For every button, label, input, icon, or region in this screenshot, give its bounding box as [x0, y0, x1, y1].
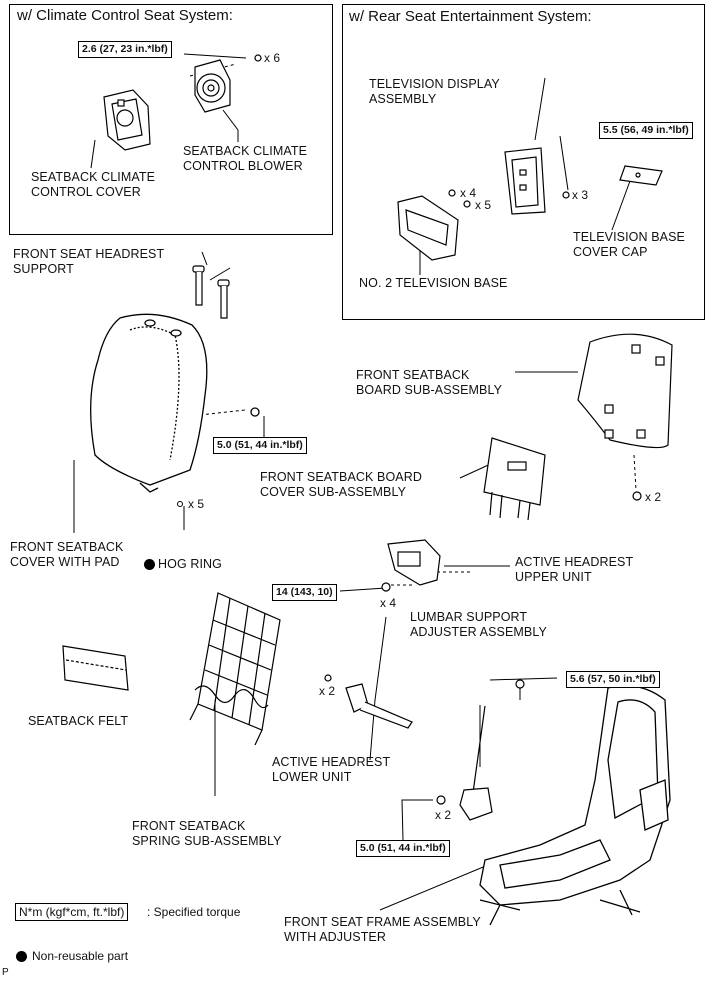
rse-box-title: w/ Rear Seat Entertainment System:	[349, 8, 592, 25]
label-no2-television-base: NO. 2 TELEVISION BASE	[359, 276, 508, 290]
label-front-seat-headrest-support: FRONT SEAT HEADREST SUPPORT	[13, 247, 165, 276]
qty-lumbar: x 2	[319, 684, 336, 698]
legend-torque-unit: N*m (kgf*cm, ft.*lbf)	[15, 903, 129, 921]
qty-blower-screws: x 6	[264, 51, 281, 65]
legend-nonreusable-dot	[16, 951, 27, 962]
corner-mark: P	[2, 967, 9, 978]
label-front-seatback-cover-with-pad: FRONT SEATBACK COVER WITH PAD	[10, 540, 124, 569]
climate-control-box-title: w/ Climate Control Seat System:	[17, 7, 233, 24]
label-front-seatback-board-cover: FRONT SEATBACK BOARD COVER SUB-ASSEMBLY	[260, 470, 422, 499]
qty-lower-unit: x 2	[435, 808, 452, 822]
qty-board: x 2	[645, 490, 662, 504]
qty-hog-ring: x 5	[188, 497, 205, 511]
torque-5-6: 5.6 (57, 50 in.*lbf)	[566, 671, 660, 688]
torque-5-0-upper: 5.0 (51, 44 in.*lbf)	[213, 437, 307, 454]
torque-14: 14 (143, 10)	[272, 584, 337, 601]
label-seatback-felt: SEATBACK FELT	[28, 714, 129, 728]
label-television-display-assembly: TELEVISION DISPLAY ASSEMBLY	[369, 77, 500, 106]
label-front-seatback-board: FRONT SEATBACK BOARD SUB-ASSEMBLY	[356, 368, 503, 397]
label-seatback-climate-control-cover: SEATBACK CLIMATE CONTROL COVER	[31, 170, 156, 199]
nonreusable-dot	[144, 559, 155, 570]
legend-nonreusable-text: Non-reusable part	[32, 949, 129, 963]
label-hog-ring: HOG RING	[158, 557, 222, 571]
qty-tv-base-4: x 4	[460, 186, 477, 200]
label-lumbar-support-adjuster: LUMBAR SUPPORT ADJUSTER ASSEMBLY	[410, 610, 547, 639]
qty-upper-unit: x 4	[380, 596, 397, 610]
qty-tv-base-5: x 5	[475, 198, 492, 212]
label-seatback-climate-control-blower: SEATBACK CLIMATE CONTROL BLOWER	[183, 144, 308, 173]
qty-tv-display-3: x 3	[572, 188, 589, 202]
torque-2-6: 2.6 (27, 23 in.*lbf)	[78, 41, 172, 58]
label-front-seat-frame: FRONT SEAT FRAME ASSEMBLY WITH ADJUSTER	[284, 915, 481, 944]
label-television-base-cover-cap: TELEVISION BASE COVER CAP	[573, 230, 685, 259]
label-front-seatback-spring: FRONT SEATBACK SPRING SUB-ASSEMBLY	[132, 819, 282, 848]
label-active-headrest-upper-unit: ACTIVE HEADREST UPPER UNIT	[515, 555, 634, 584]
torque-5-0-lower: 5.0 (51, 44 in.*lbf)	[356, 840, 450, 857]
legend-torque-desc: : Specified torque	[147, 905, 241, 919]
label-active-headrest-lower-unit: ACTIVE HEADREST LOWER UNIT	[272, 755, 391, 784]
torque-5-5: 5.5 (56, 49 in.*lbf)	[599, 122, 693, 139]
